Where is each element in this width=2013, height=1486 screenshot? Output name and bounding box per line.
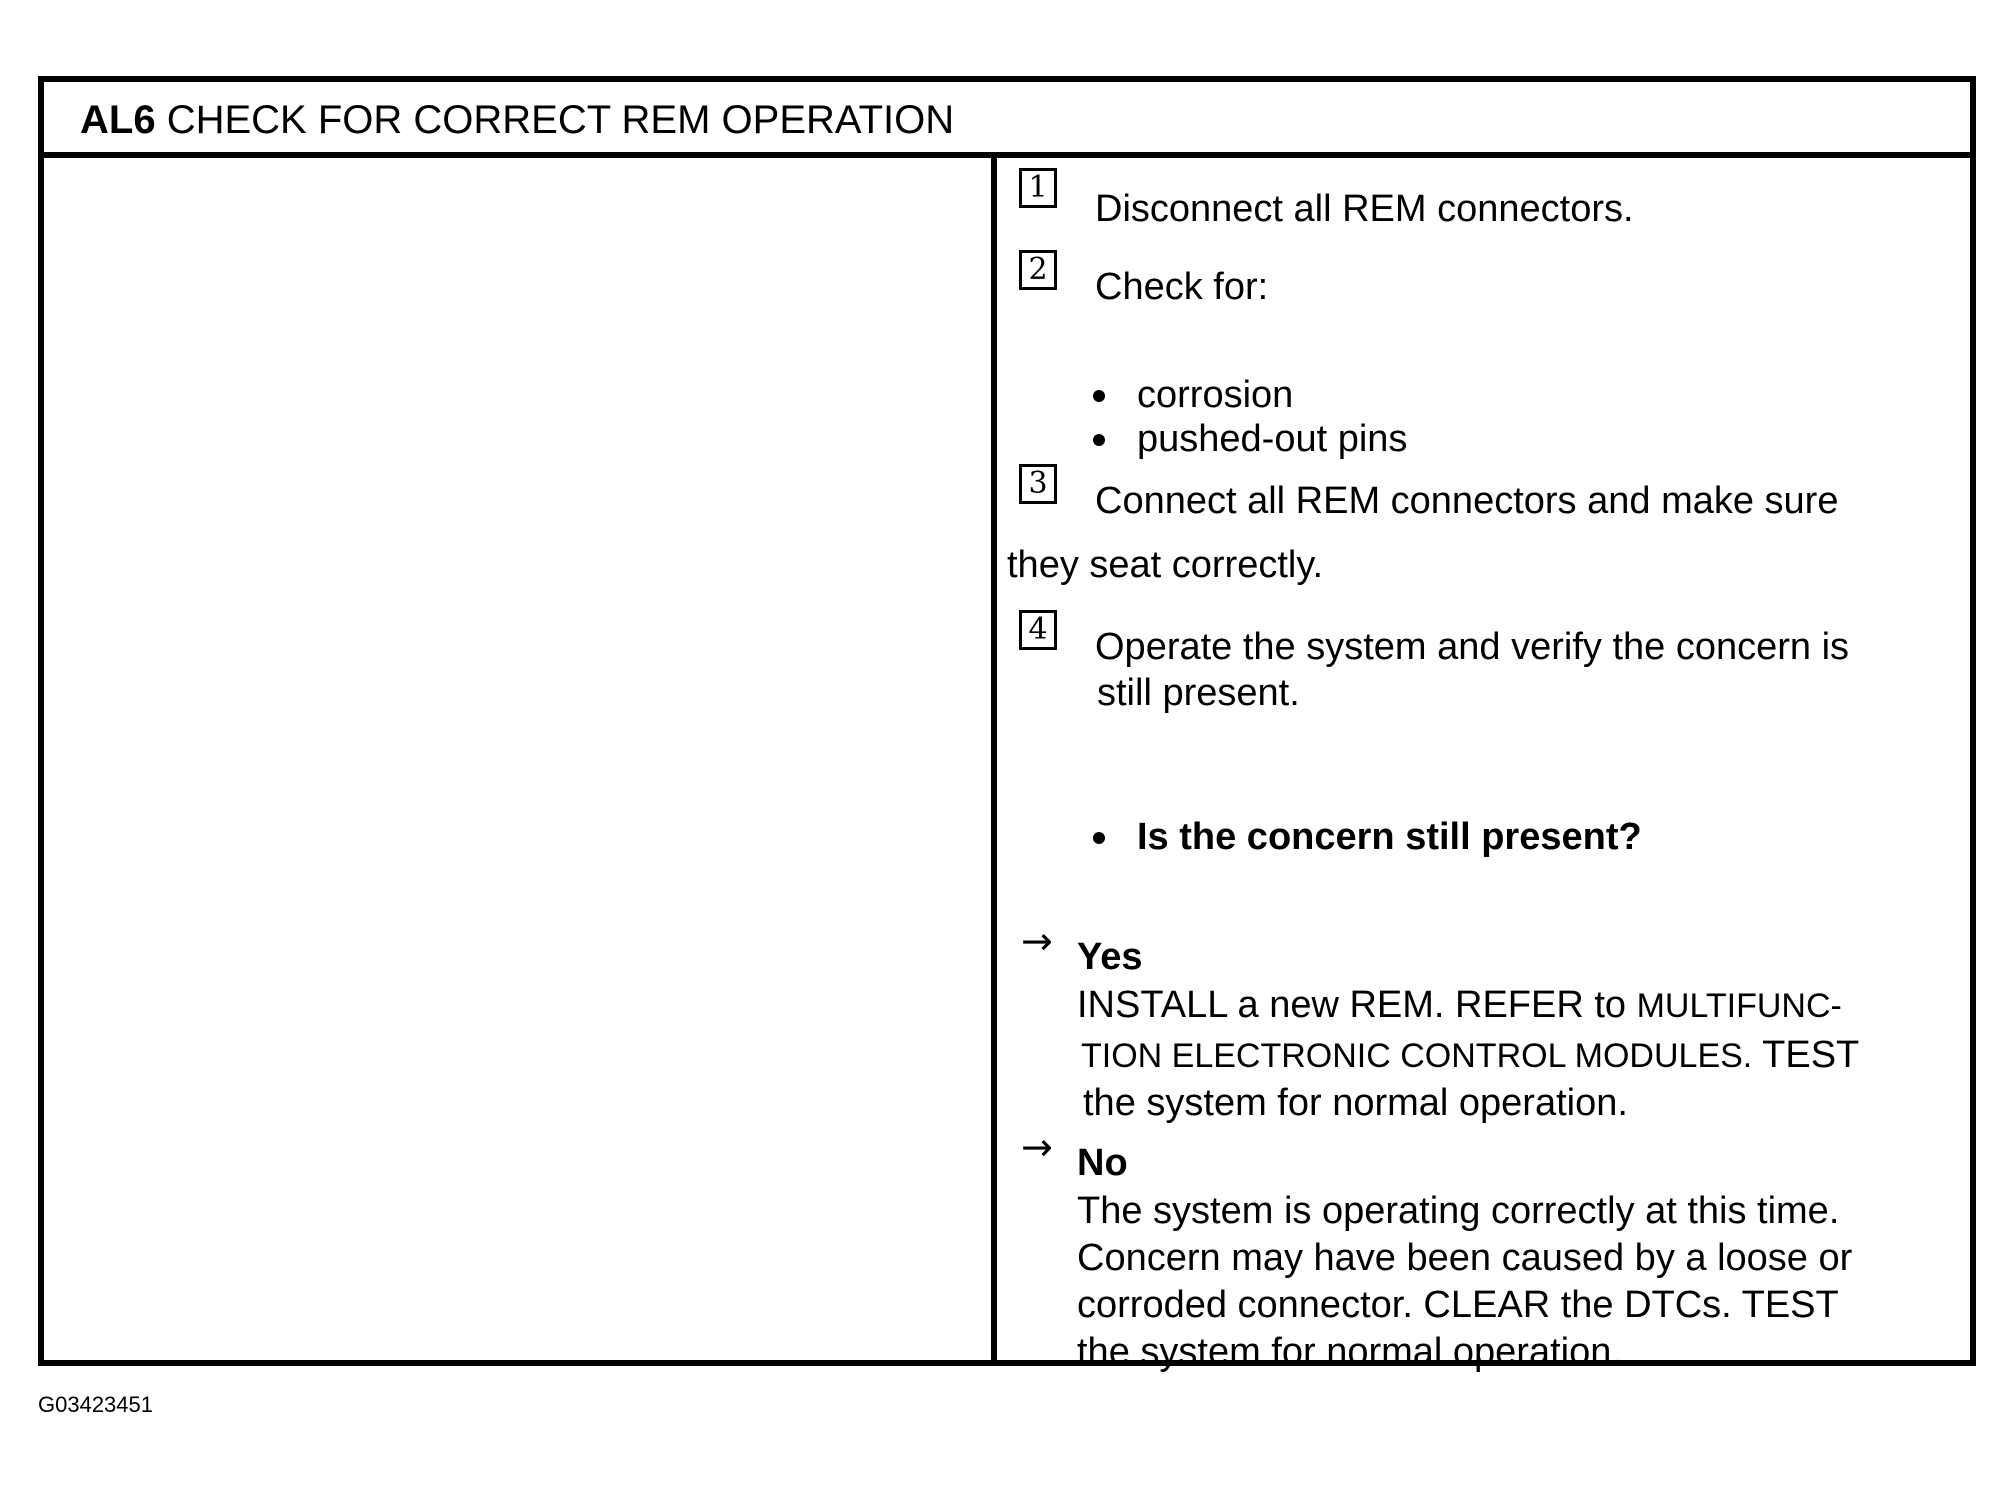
step-4-question: Is the concern still present?	[1137, 816, 1642, 858]
step-1-text: Disconnect all REM connectors.	[1095, 188, 1634, 230]
step-number-box-4: 4	[1019, 610, 1057, 650]
bullet-item-corrosion: corrosion	[1137, 374, 1294, 416]
step-number-box-2: 2	[1019, 250, 1057, 290]
figure-id: G03423451	[38, 1392, 153, 1417]
illustration-pane	[44, 152, 991, 1366]
outcome-yes-line1-text: INSTALL a new REM. REFER to	[1077, 984, 1637, 1026]
outcome-yes-line2-text: TEST	[1752, 1034, 1860, 1076]
step-3-text-line2: they seat correctly.	[1007, 544, 1324, 586]
bullet-item-pushed-out-pins: pushed-out pins	[1137, 418, 1408, 460]
step-number-box-1: 1	[1019, 168, 1057, 208]
step-4-text-line2: still present.	[1097, 672, 1300, 714]
outcome-yes-line2: TION ELECTRONIC CONTROL MODULES. TEST	[1081, 1032, 1859, 1079]
step-title: CHECK FOR CORRECT REM OPERATION	[166, 98, 955, 142]
step-number-box-3: 3	[1019, 464, 1057, 504]
step-2-text: Check for:	[1095, 266, 1269, 308]
outcome-yes-line3: the system for normal operation.	[1083, 1082, 1628, 1124]
step-code: AL6	[80, 98, 156, 142]
column-divider	[991, 152, 997, 1366]
bullet-marker	[1093, 832, 1105, 844]
table-header: AL6 CHECK FOR CORRECT REM OPERATION	[44, 82, 1970, 158]
outcome-no-label: No	[1077, 1142, 1128, 1184]
outcome-yes-reference-part2: TION ELECTRONIC CONTROL MODULES.	[1081, 1037, 1753, 1075]
bullet-marker	[1093, 390, 1105, 402]
outcome-no-line2: Concern may have been caused by a loose …	[1077, 1237, 1853, 1279]
instructions-pane: 1 Disconnect all REM connectors. 2 Check…	[997, 152, 1976, 1373]
step-3-text-line1: Connect all REM connectors and make sure	[1095, 480, 1839, 522]
arrow-right-icon: →	[1021, 1125, 1053, 1169]
outcome-no-line4: the system for normal operation.	[1077, 1331, 1622, 1373]
header-title: AL6 CHECK FOR CORRECT REM OPERATION	[80, 96, 954, 144]
bullet-marker	[1093, 434, 1105, 446]
outcome-no-line3: corroded connector. CLEAR the DTCs. TEST	[1077, 1284, 1839, 1326]
arrow-right-icon: →	[1021, 919, 1053, 963]
step-4-text-line1: Operate the system and verify the concer…	[1095, 626, 1850, 668]
outcome-no-line1: The system is operating correctly at thi…	[1077, 1190, 1840, 1232]
outcome-yes-reference-part1: MULTIFUNC-	[1636, 987, 1842, 1025]
outcome-yes-line1: INSTALL a new REM. REFER to MULTIFUNC-	[1077, 982, 1842, 1029]
procedure-table: AL6 CHECK FOR CORRECT REM OPERATION 1 Di…	[38, 76, 1976, 1373]
outcome-yes-label: Yes	[1077, 936, 1143, 978]
